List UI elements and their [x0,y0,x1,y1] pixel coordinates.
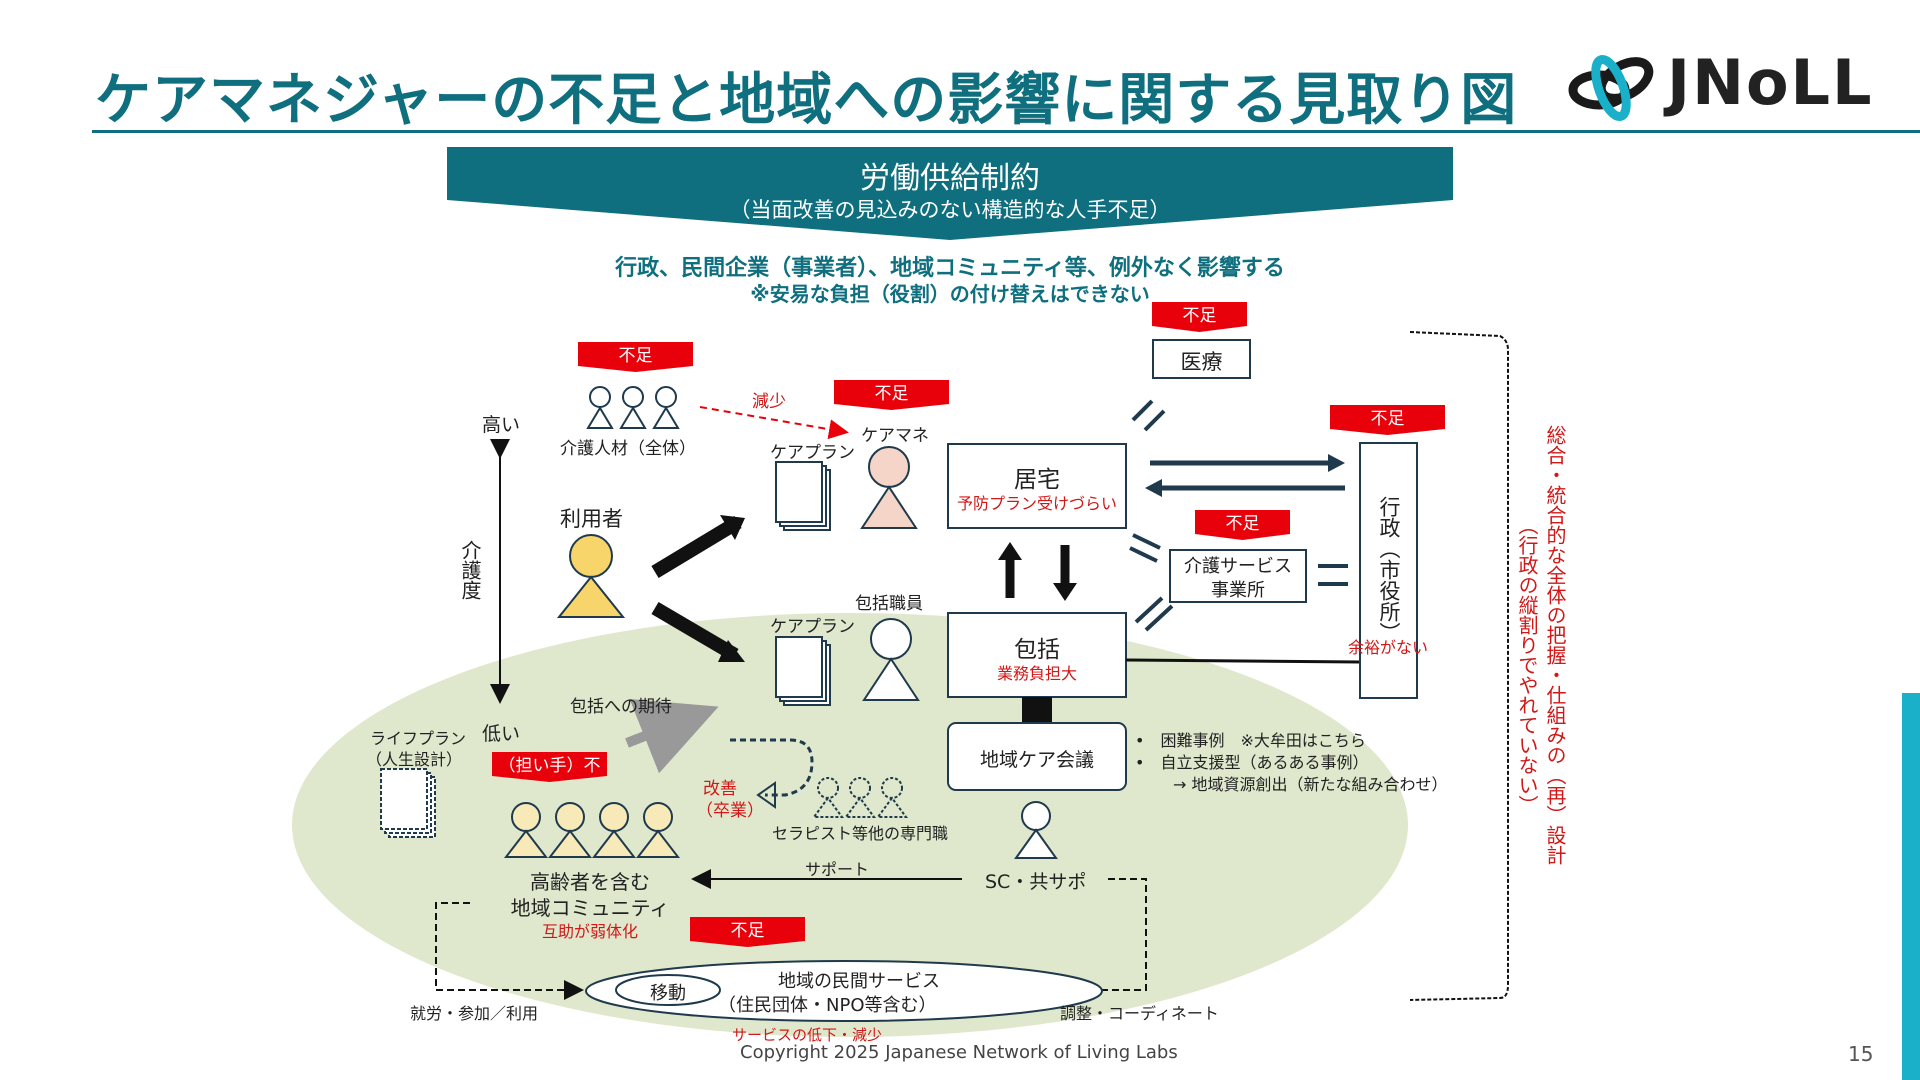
care-manager-label: ケアマネ [861,426,929,446]
care-workers-label: 介護人材（全体） [560,439,696,459]
houkatsu-staff-label: 包括職員 [855,594,923,614]
care-workers-people [586,386,680,429]
user-to-houkatsu-arrow [651,601,739,662]
title-divider [92,130,1920,133]
lifeplan-docs [380,768,436,838]
shortage-tag-iryo: 不足 [1152,302,1247,332]
sc-person [1014,801,1058,859]
logo: JNoLL [1565,44,1910,128]
houkatsu-staff-person [862,618,920,701]
community-people [503,802,681,858]
care-plan-docs-top [775,461,831,531]
shortage-tag-workers: 不足 [578,342,693,372]
shortage-tag-private: 不足 [690,917,805,947]
gyosei-box [1359,442,1418,699]
kyotaku-note: 予防プラン受けづらい [956,494,1117,513]
shortage-tag-ninaite: （担い手）不足 [492,752,607,782]
lifeplan-label-1: ライフプラン [370,729,467,748]
chosei-label: 調整・コーディネート [1060,1004,1219,1023]
kyotaku-label: 居宅 [1014,467,1060,493]
shortage-tag-gyosei: 不足 [1330,405,1445,435]
kyotaku-box [947,443,1127,529]
right-bracket [1409,331,1509,1001]
user-label: 利用者 [560,507,623,531]
community-ellipse [292,613,1408,1037]
community-label-2: 地域コミュニティ [510,896,670,920]
chain-link-logo-icon [1568,55,1654,121]
care-service-label-2: 事業所 [1211,580,1265,601]
private-service-label-1: 地域の民間サービス [778,971,940,992]
community-label-1: 高齢者を含む [530,870,650,894]
care-plan-docs-bottom [775,636,831,706]
accent-strip [1902,693,1920,1080]
axis-high-label: 高い [482,414,521,436]
page-number: 15 [1848,1042,1874,1066]
side-note-sub: （行政の縦割りでやれていない） [1515,515,1539,815]
houkatsu-box [947,612,1127,698]
iryo-label: 医療 [1180,350,1223,374]
logo-text: JNoLL [1667,46,1874,119]
sc-label: SC・共サポ [985,871,1087,893]
care-service-box [1169,549,1307,603]
copyright-footer: Copyright 2025 Japanese Network of Livin… [740,1042,1178,1063]
kaizen-arrow [730,738,814,797]
user-person [556,534,626,618]
gyosei-label: 行政（市役所） [1377,496,1401,643]
lifeplan-label-2: （人生設計） [366,750,463,769]
houkatsu-label: 包括 [1014,637,1060,663]
decrease-arrow [699,406,849,440]
bullet-item: • 困難事例 ※大牟田はこちら [1135,731,1366,750]
page-title: ケアマネジャーの不足と地域への影響に関する見取り図 [95,68,1518,133]
expectation-arrow [625,698,719,774]
banner-subtitle: （当面改善の見込みのない構造的な人手不足） [729,198,1171,222]
decrease-label: 減少 [752,392,786,412]
care-plan-bottom-label: ケアプラン [770,617,855,637]
kaizen-label-1: 改善 [703,779,737,799]
axis-label: 介護度 [458,540,482,600]
private-service-note: サービスの低下・減少 [732,1026,883,1044]
banner-title: 労働供給制約 [860,161,1040,196]
shuro-label: 就労・参加／利用 [410,1004,539,1023]
care-plan-top-label: ケアプラン [770,443,855,463]
shortage-tag-caremgr: 不足 [834,380,949,410]
bullet-list: • 困難事例 ※大牟田はこちら • 自立支援型（あるある事例） → 地域資源創出… [1135,730,1448,796]
gyosei-note: 余裕がない [1348,638,1429,657]
shortage-tag-careservice: 不足 [1195,510,1290,540]
therapist-people [812,777,908,818]
bullet-item: • 自立支援型（あるある事例） [1135,753,1369,772]
impact-line-2: ※安易な負担（役割）の付け替えはできない [750,282,1150,306]
care-manager-person [860,446,918,529]
banner-shape [447,147,1453,240]
mobility-ellipse [615,974,721,1006]
bullet-item: → 地域資源創出（新たな組み合わせ） [1173,775,1448,794]
impact-line-1: 行政、民間企業（事業者）、地域コミュニティ等、例外なく影響する [615,256,1285,281]
therapist-label: セラピスト等他の専門職 [772,824,949,843]
kaizen-label-2: （卒業） [696,801,764,821]
houkatsu-expect-label: 包括への期待 [570,697,672,717]
side-note-main: 総合・統合的な全体の把握・仕組みの（再）設計 [1543,425,1567,865]
chiiki-kaigi-box [947,722,1127,791]
chiiki-kaigi-label: 地域ケア会議 [979,749,1094,771]
private-service-ellipse [585,960,1103,1022]
mobility-label: 移動 [650,983,686,1004]
axis-low-label: 低い [482,723,521,745]
user-to-caremgr-arrow [651,516,742,578]
small-arrows [1129,399,1348,632]
private-service-label-2: （住民団体・NPO等含む） [718,995,937,1016]
iryo-box [1152,339,1251,379]
community-note: 互助が弱体化 [541,922,638,941]
care-service-label-1: 介護サービス [1184,556,1292,577]
houkatsu-note: 業務負担大 [996,664,1077,683]
support-label: サポート [805,860,870,879]
